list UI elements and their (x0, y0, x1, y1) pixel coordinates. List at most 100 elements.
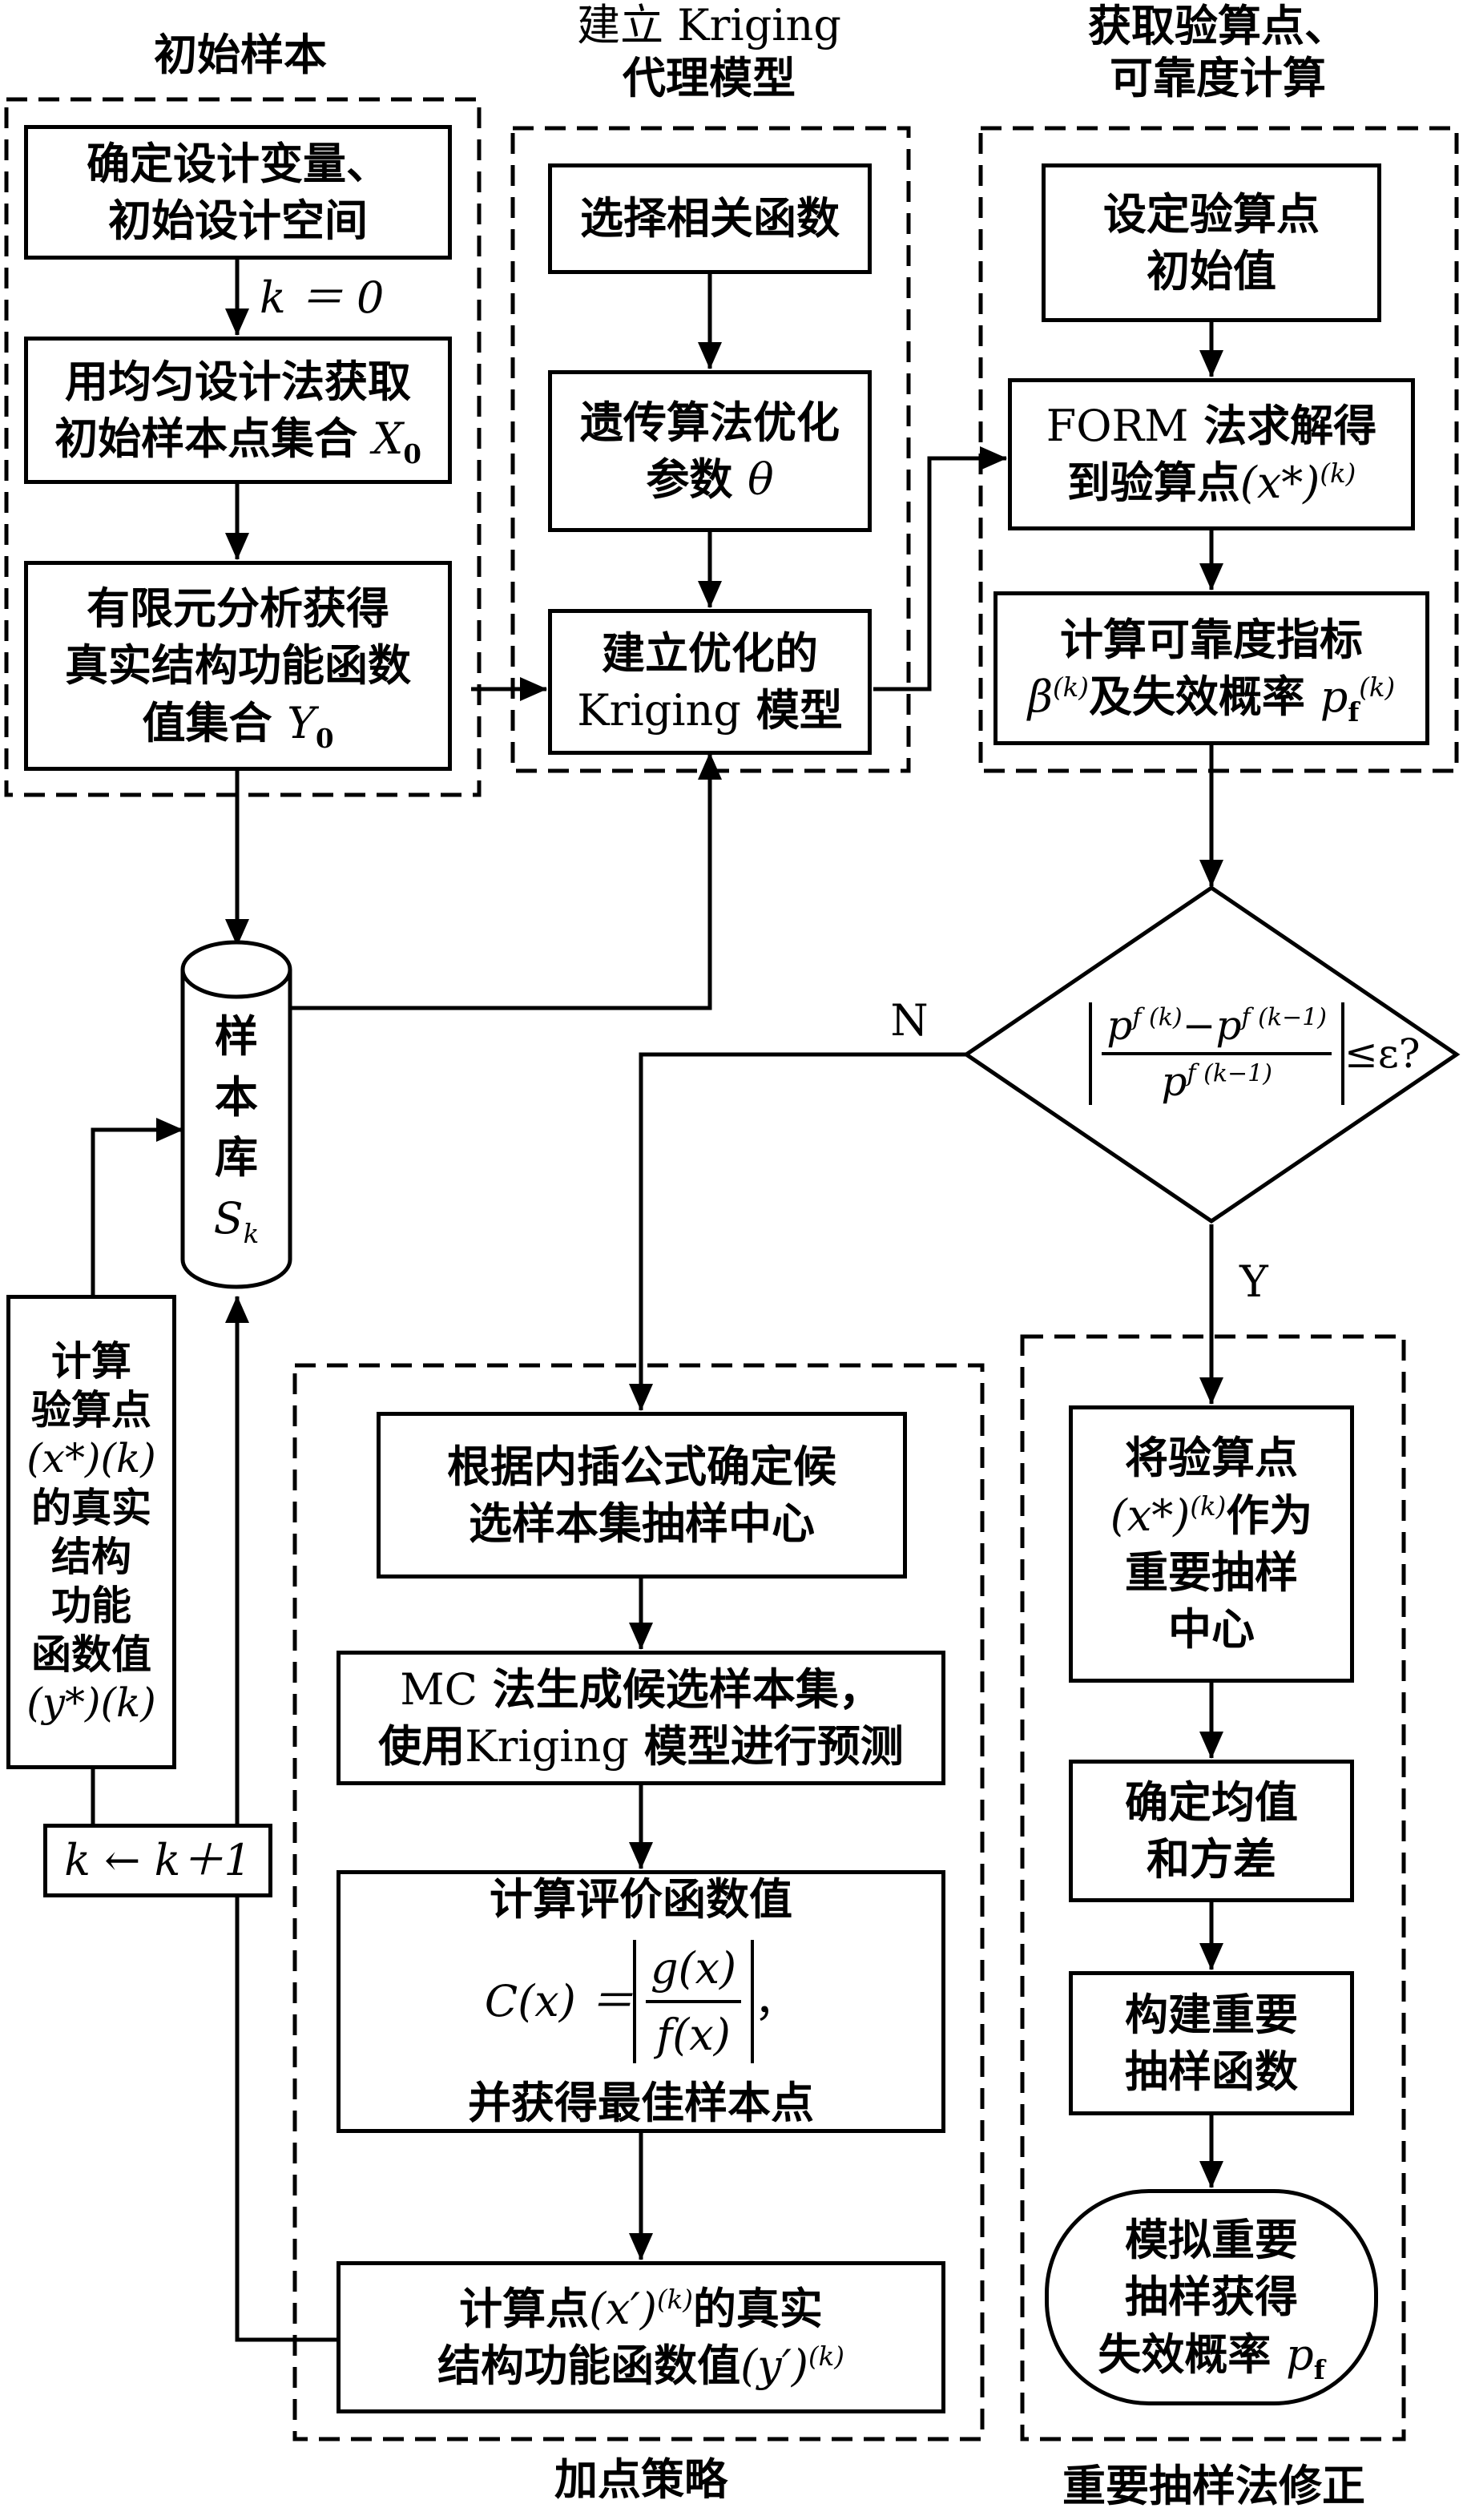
calc-pt-line3: (x*)(k) (26, 1435, 156, 1482)
box-form-solve: FORM 法求解得 到验算点(x*)(k) (1008, 378, 1415, 530)
group-frame-reliability (978, 126, 1459, 773)
eval-line2: C(x) ＝ g(x)f(x) ， (485, 1939, 797, 2064)
rel-line1: 计算可靠度指标 (1060, 613, 1363, 665)
calc-pt-line7: 函数值 (31, 1631, 151, 1678)
uniform-line2: 初始样本点集合 X0 (54, 413, 421, 470)
group-frame-add-point (292, 1363, 985, 2441)
convergence-condition: pf (k)−pf (k−1) pf (k−1) ≤ε? (1054, 970, 1455, 1138)
box-reliability-index: 计算可靠度指标 β(k)及失效概率 pf(k) (993, 591, 1429, 745)
imp-line2: (x*)(k)作为 (1110, 1489, 1313, 1541)
convergence-numerator: pf (k)−pf (k−1) (1102, 1002, 1332, 1055)
box-k-update: k ← k＋1 (43, 1824, 272, 1897)
eval-abs: g(x)f(x) (632, 1939, 755, 2064)
group-label-reliability-line1: 获取验算点、 (1088, 0, 1348, 51)
calc-pt-line1: 计算 (51, 1337, 131, 1385)
best-line1: 计算点(x′)(k)的真实 (459, 2282, 823, 2334)
lib-line2: 本 (215, 1070, 258, 1123)
group-label-importance: 重要抽样法修正 (1062, 2460, 1365, 2511)
group-label-kriging: 建立 Kriging 代理模型 (529, 0, 889, 104)
imp-line1: 将验算点 (1125, 1432, 1298, 1484)
lib-line1: 样 (215, 1010, 258, 1062)
k-zero-label: k ＝ 0 (260, 272, 385, 323)
sample-library-text: 样 本 库 Sk (183, 1006, 290, 1248)
box-importance-center: 将验算点 (x*)(k)作为 重要抽样 中心 (1069, 1405, 1354, 1683)
box-monte-carlo: MC 法生成候选样本集， 使用Kriging 模型进行预测 (337, 1651, 945, 1785)
box-best-sample-point: 计算点(x′)(k)的真实 结构功能函数值(y′)(k) (337, 2261, 945, 2413)
box-initial-check-point: 设定验算点 初始值 (1042, 163, 1381, 322)
interp-line1: 根据内插公式确定候 (447, 1440, 836, 1492)
arrow-best-to-lib (225, 1296, 337, 2342)
box-interpolation-center: 根据内插公式确定候 选样本集抽样中心 (377, 1412, 907, 1579)
eval-line3: 并获得最佳样本点 (468, 2077, 814, 2129)
box-select-correlation: 选择相关函数 (548, 163, 872, 274)
form-line1: FORM 法求解得 (1046, 399, 1377, 451)
group-label-reliability-line2: 可靠度计算 (1110, 51, 1326, 103)
arrow-lib-to-build (290, 752, 722, 1010)
build-line2: Kriging 模型 (577, 684, 843, 736)
box-evaluation-function: 计算评价函数值 C(x) ＝ g(x)f(x) ， 并获得最佳样本点 (337, 1870, 945, 2133)
interp-line2: 选样本集抽样中心 (469, 1498, 815, 1549)
group-label-reliability: 获取验算点、 可靠度计算 (1010, 0, 1426, 104)
lib-line4: Sk (213, 1192, 260, 1249)
uniform-line1: 用均匀设计法获取 (65, 355, 411, 407)
imp-line4: 中心 (1168, 1603, 1255, 1655)
corr-text: 选择相关函数 (580, 192, 840, 244)
sim-line2: 抽样获得 (1125, 2271, 1298, 2323)
calc-pt-line8: (y*)(k) (26, 1679, 156, 1726)
rel-line2: β(k)及失效概率 pf(k) (1027, 671, 1396, 728)
group-label-kriging-line2: 代理模型 (623, 51, 796, 103)
convergence-fraction: pf (k)−pf (k−1) pf (k−1) (1102, 1002, 1332, 1105)
box-design-variables: 确定设计变量、 初始设计空间 (24, 125, 452, 260)
ga-line1: 遗传算法优化 (580, 396, 840, 448)
fea-line1: 有限元分析获得 (87, 583, 389, 635)
mc-line1: MC 法生成候选样本集， (400, 1663, 882, 1715)
branch-no-label: N (890, 995, 929, 1046)
arrow-conv-no (629, 1052, 966, 1411)
design-vars-line1: 确定设计变量、 (87, 137, 389, 189)
eval-line1: 计算评价函数值 (490, 1873, 792, 1925)
best-line2: 结构功能函数值(y′)(k) (437, 2340, 844, 2391)
box-calc-check-point: 计算 验算点 (x*)(k) 的真实 结构 功能 函数值 (y*)(k) (6, 1295, 176, 1769)
sim-line3: 失效概率 pf (1098, 2328, 1325, 2385)
init-pt-line2: 初始值 (1147, 245, 1276, 296)
box-simulate-importance: 模拟重要 抽样获得 失效概率 pf (1045, 2189, 1378, 2405)
convergence-tail: ≤ε? (1344, 1030, 1421, 1077)
branch-yes-label: Y (1239, 1256, 1268, 1307)
group-frame-initial-sample (4, 97, 482, 797)
mean-line2: 和方差 (1147, 1833, 1276, 1885)
group-label-kriging-line1: 建立 Kriging (577, 0, 841, 50)
group-label-add-point: 加点策略 (554, 2453, 727, 2505)
design-vars-line2: 初始设计空间 (108, 195, 368, 246)
mc-line2: 使用Kriging 模型进行预测 (378, 1720, 904, 1772)
form-line2: 到验算点(x*)(k) (1066, 457, 1356, 508)
group-label-initial-sample: 初始样本 (154, 29, 327, 80)
calc-pt-line6: 功能 (51, 1582, 131, 1629)
fea-line3: 值集合 Y0 (142, 696, 334, 754)
convergence-denominator: pf (k−1) (1161, 1058, 1272, 1105)
box-mean-variance: 确定均值 和方差 (1069, 1760, 1354, 1902)
sample-library-cylinder (180, 940, 292, 1289)
buildis-line1: 构建重要 (1125, 1988, 1298, 2040)
imp-line3: 重要抽样 (1125, 1546, 1298, 1598)
k-update-text: k ← k＋1 (64, 1835, 252, 1886)
mean-line1: 确定均值 (1125, 1776, 1298, 1828)
init-pt-line1: 设定验算点 (1103, 187, 1320, 240)
ga-line2: 参数 θ (646, 454, 774, 505)
box-finite-element: 有限元分析获得 真实结构功能函数 值集合 Y0 (24, 561, 452, 771)
convergence-abs: pf (k)−pf (k−1) pf (k−1) (1089, 1002, 1344, 1105)
box-uniform-design: 用均匀设计法获取 初始样本点集合 X0 (24, 337, 452, 484)
lib-line3: 库 (215, 1131, 258, 1183)
box-build-kriging: 建立优化的 Kriging 模型 (548, 609, 872, 755)
buildis-line2: 抽样函数 (1125, 2046, 1298, 2097)
calc-pt-line2: 验算点 (31, 1386, 151, 1433)
calc-pt-line5: 结构 (51, 1533, 131, 1580)
fea-line2: 真实结构功能函数 (65, 639, 411, 691)
arrow-build-to-form (873, 446, 1007, 691)
sim-line1: 模拟重要 (1125, 2214, 1298, 2266)
arrow-calcpt-to-lib (91, 1118, 183, 1298)
group-frame-importance (1020, 1334, 1406, 2441)
build-line1: 建立优化的 (602, 627, 818, 679)
box-genetic-algorithm: 遗传算法优化 参数 θ (548, 370, 872, 532)
calc-pt-line4: 的真实 (31, 1484, 151, 1531)
box-build-importance-function: 构建重要 抽样函数 (1069, 1971, 1354, 2115)
